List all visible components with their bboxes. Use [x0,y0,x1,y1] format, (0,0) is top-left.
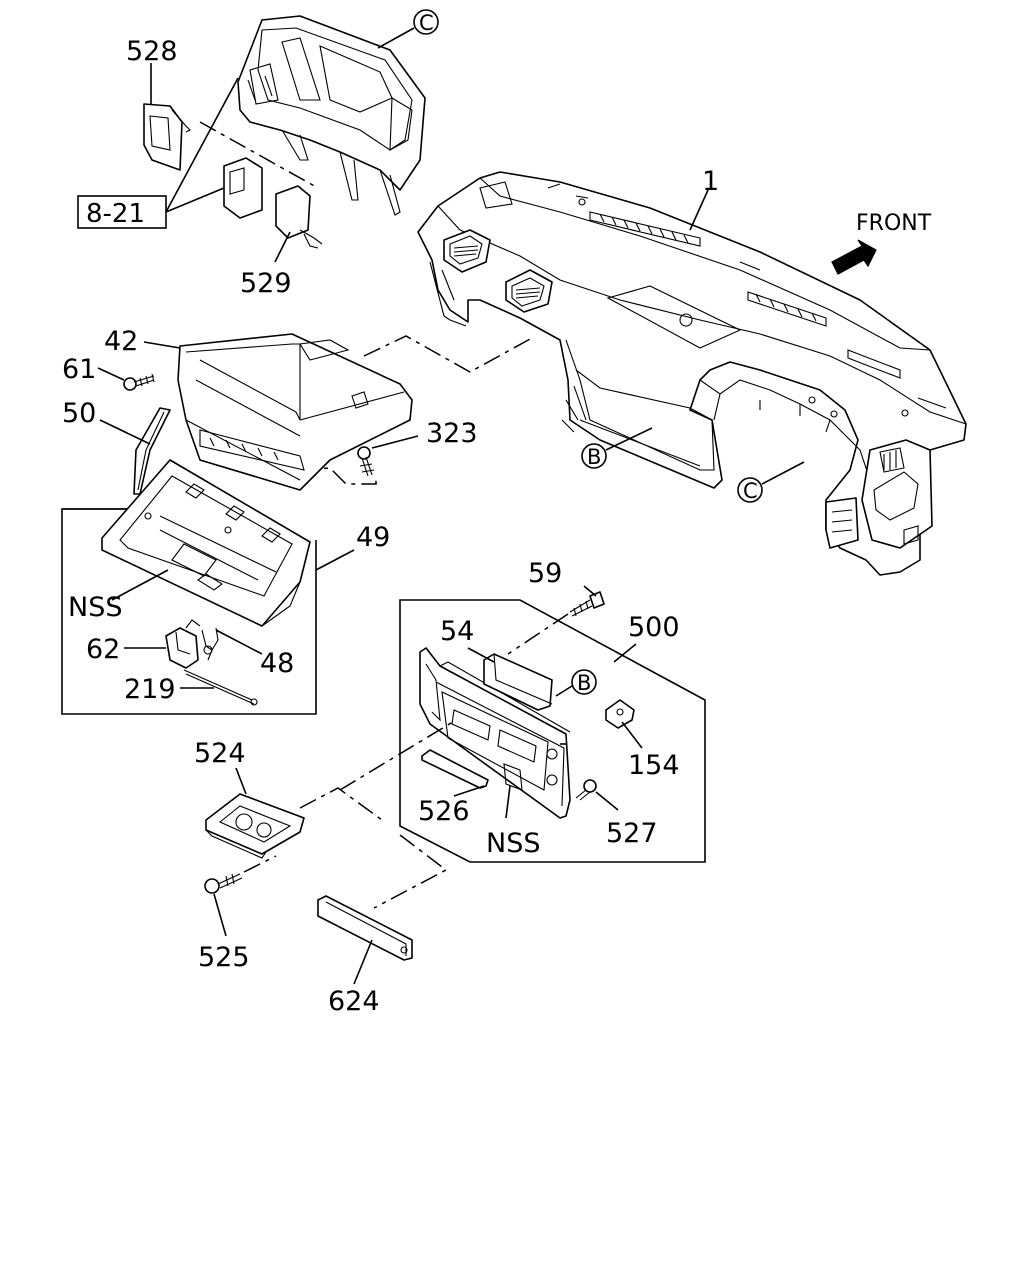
label-61: 61 [62,354,96,385]
label-154: 154 [628,750,680,781]
label-524: 524 [194,738,246,769]
callout-b-dash: B [581,427,653,469]
instrument-panel-1 [417,171,967,576]
svg-text:B: B [587,445,601,469]
label-323: 323 [426,418,478,449]
ref-8-21-label: 8-21 [86,199,145,229]
label-525: 525 [198,942,250,973]
meter-cluster-hood [237,15,426,216]
label-219: 219 [124,674,176,705]
label-nss-left: NSS [68,592,122,623]
label-49: 49 [356,522,390,553]
bracket-524 [205,767,305,859]
svg-text:C: C [743,479,758,503]
label-42: 42 [104,326,138,357]
label-500: 500 [628,612,680,643]
callout-c-top: C [377,9,439,49]
label-59: 59 [528,558,562,589]
bolt-59 [507,585,605,655]
callout-b-panel: B [555,669,597,697]
label-54: 54 [440,616,474,647]
label-62: 62 [86,634,120,665]
ref-8-21-box [77,195,167,229]
label-1: 1 [702,166,719,197]
lid-assembly-box-49 [61,459,355,715]
label-624: 624 [328,986,380,1017]
label-nss-right: NSS [486,828,540,859]
label-529: 529 [240,268,292,299]
screw-323 [357,435,419,477]
svg-text:C: C [419,11,434,35]
screw-61 [97,367,155,391]
front-label: FRONT [856,211,932,236]
ref-8-21-leaders [165,77,319,213]
svg-text:B: B [577,671,591,695]
assembly-dash-lines [299,335,533,485]
switch-529 [223,157,323,263]
screw-525 [204,855,277,937]
label-48: 48 [260,648,294,679]
center-panel-box-500 [399,599,706,863]
label-526: 526 [418,796,470,827]
glove-box-42 [143,333,413,491]
dash-624-panel [299,719,457,909]
label-50: 50 [62,398,96,429]
front-arrow-icon [831,239,877,275]
switch-panel-528 [143,63,191,171]
callout-c-dash: C [737,461,805,503]
label-527: 527 [606,818,658,849]
label-528: 528 [126,36,178,67]
strip-624 [317,895,413,985]
